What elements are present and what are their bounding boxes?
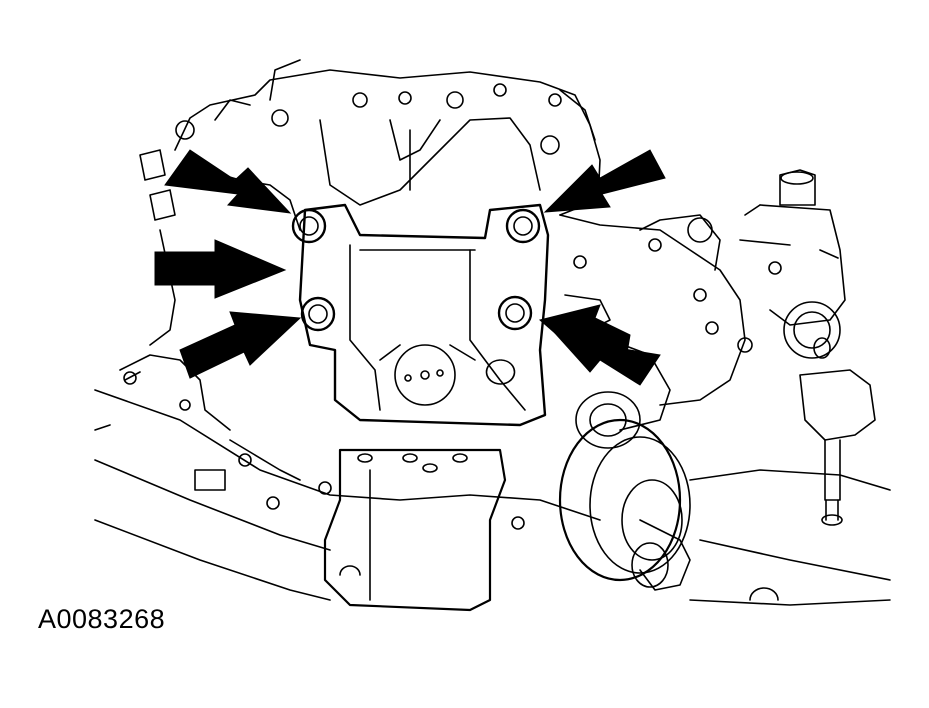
engine-mount (323, 448, 507, 612)
arrow-lower-left (179, 311, 302, 379)
arrow-lower-right (543, 321, 661, 386)
arrow-upper-right (543, 149, 666, 213)
bolt-lower-right (497, 295, 533, 331)
bolt-lower-left (300, 296, 336, 332)
cv-joint-axle (558, 391, 691, 591)
arrow-middle-left (154, 239, 287, 299)
crossmember (94, 389, 891, 606)
bolt-upper-right (505, 208, 541, 244)
mount-bracket (298, 203, 550, 427)
figure-id-label: A0083268 (38, 604, 166, 634)
bolt-upper-left (291, 208, 327, 244)
engine-block (174, 59, 601, 231)
steering-gear (739, 169, 876, 526)
left-housing (119, 149, 301, 491)
arrow-upper-left (164, 149, 292, 214)
